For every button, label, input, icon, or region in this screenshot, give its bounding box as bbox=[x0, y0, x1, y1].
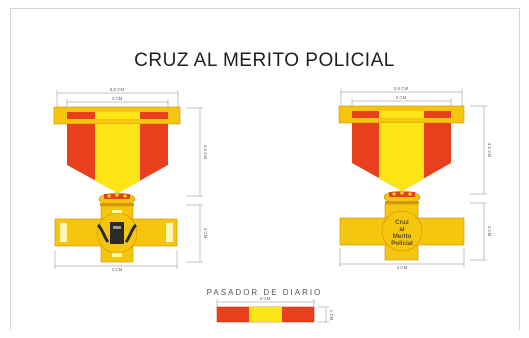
left-police-emblem-icon bbox=[96, 222, 138, 244]
left-cross-width-label: 4 CM bbox=[112, 267, 123, 272]
left-crown-icon bbox=[98, 192, 136, 206]
cross-text-line-1: Cruz bbox=[395, 219, 409, 226]
cross-text-line-2: al bbox=[399, 226, 404, 233]
left-stripe-width-label: 3 CM bbox=[112, 96, 123, 101]
pasador-height-dimension bbox=[318, 306, 329, 323]
left-cross-height-label: 4 CM bbox=[203, 228, 208, 239]
cross-text-line-4: Policial bbox=[391, 240, 413, 247]
left-cross-width-dimension bbox=[54, 250, 178, 269]
pasador-width-label: 3 CM bbox=[260, 296, 271, 301]
right-stripe-width-dimension bbox=[351, 98, 452, 106]
right-cross-height-dimension bbox=[470, 202, 487, 261]
left-stripe-width-dimension bbox=[66, 99, 169, 108]
right-crown-icon bbox=[383, 190, 421, 204]
pasador-title: PASADOR DE DIARIO bbox=[206, 288, 323, 297]
right-ribbon-height-dimension bbox=[470, 105, 487, 195]
left-cross-icon bbox=[54, 205, 178, 263]
right-cross-icon bbox=[339, 203, 465, 261]
page-title: CRUZ AL MERITO POLICIAL bbox=[134, 50, 395, 71]
pasador-height-label: 1 CM bbox=[329, 310, 334, 321]
right-cross-height-label: 4 CM bbox=[487, 226, 492, 237]
right-ribbon-height-label: 4,5 CM bbox=[487, 143, 492, 158]
right-ribbon-width-label: 3,6 CM bbox=[394, 86, 409, 91]
left-ribbon-width-dimension bbox=[56, 90, 179, 108]
right-stripe-width-label: 3 CM bbox=[396, 95, 407, 100]
right-cross-width-dimension bbox=[339, 248, 465, 267]
frame-right bbox=[519, 8, 520, 330]
left-bar-stripe-yellow bbox=[95, 112, 140, 119]
left-cross-height-dimension bbox=[186, 204, 203, 263]
right-cross-width-label: 4 CM bbox=[397, 265, 408, 270]
right-ribbon-yellow bbox=[379, 123, 424, 191]
right-ribbon-width-dimension bbox=[340, 89, 463, 106]
pasador-yellow bbox=[249, 307, 282, 322]
left-ribbon-height-dimension bbox=[186, 107, 203, 197]
pasador-width-dimension bbox=[216, 299, 315, 308]
frame-left bbox=[10, 8, 11, 330]
frame-top bbox=[10, 8, 519, 9]
left-ribbon-height-label: 4,5 CM bbox=[203, 145, 208, 160]
right-bar-stripe-yellow bbox=[379, 111, 424, 118]
left-ribbon-width-label: 3,6 CM bbox=[110, 87, 125, 92]
left-ribbon-yellow bbox=[95, 124, 140, 193]
cross-text-line-3: Merito bbox=[393, 233, 412, 240]
